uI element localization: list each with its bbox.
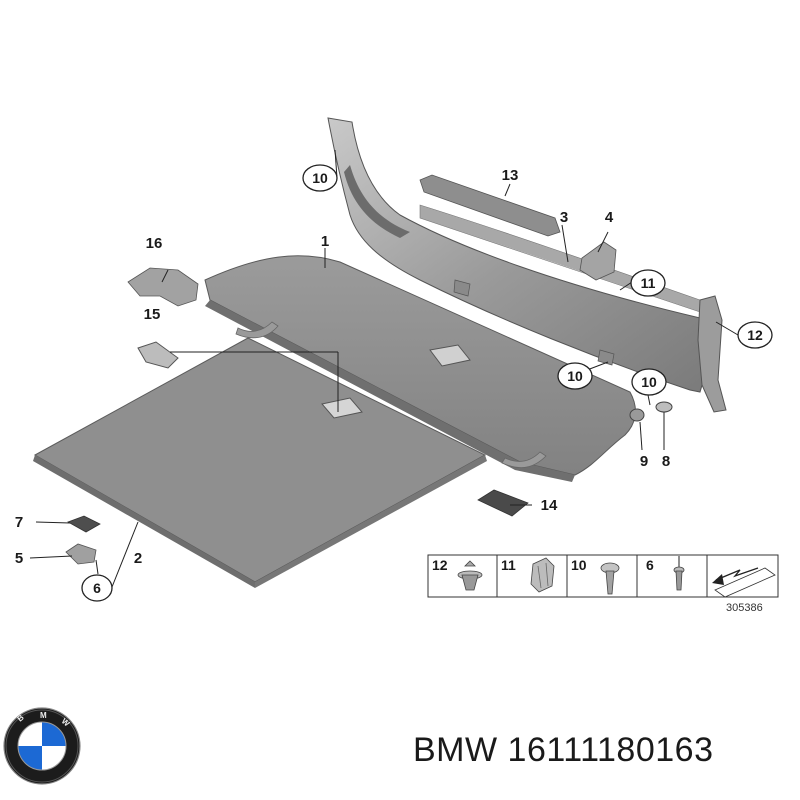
callout-1: 1 <box>321 233 329 250</box>
arrow-pointer-icon <box>712 567 776 598</box>
callout-8: 8 <box>662 453 670 470</box>
svg-text:W: W <box>60 717 72 729</box>
callout-10-right: 10 <box>631 368 667 396</box>
callout-11: 11 <box>630 269 666 297</box>
rivet-6-icon <box>673 556 685 591</box>
callout-4: 4 <box>605 209 614 226</box>
leader-lines <box>29 149 739 593</box>
part-13-trim-strip <box>419 174 561 237</box>
part-7-clip <box>67 515 101 533</box>
svg-text:10: 10 <box>312 170 328 186</box>
legend-key-11: 11 <box>501 557 516 573</box>
part-4-cover-cap <box>579 241 617 281</box>
callout-10-top: 10 <box>302 164 338 192</box>
callout-15: 15 <box>144 306 161 323</box>
callout-5: 5 <box>15 550 23 567</box>
part-15-handle <box>137 341 179 369</box>
callout-16: 16 <box>146 235 163 252</box>
svg-text:12: 12 <box>747 327 763 343</box>
part-9-nut <box>629 408 645 422</box>
brand-name: BMW <box>413 731 498 769</box>
svg-text:M: M <box>40 711 47 720</box>
part-14-pad <box>477 489 529 517</box>
svg-text:B: B <box>16 713 26 724</box>
svg-text:11: 11 <box>641 275 656 291</box>
callout-13: 13 <box>502 167 519 184</box>
part-2-floor-panel <box>33 337 487 588</box>
diagram-number: 305386 <box>726 602 763 614</box>
callout-10-middle: 10 <box>557 362 593 390</box>
fastener-legend: 12 11 10 6 <box>427 554 779 598</box>
part-number: 16111180163 <box>507 731 714 769</box>
legend-key-6: 6 <box>646 557 654 573</box>
part-5-latch <box>65 543 97 565</box>
legend-key-10: 10 <box>571 557 587 573</box>
part-16-bracket <box>127 267 199 307</box>
brand-roundel-logo: B M W <box>3 707 81 785</box>
part-1-cover-panel <box>204 255 636 482</box>
clip-12-icon <box>457 560 483 591</box>
svg-text:10: 10 <box>567 368 583 384</box>
callout-7: 7 <box>15 514 23 531</box>
clip-11-icon <box>530 557 555 593</box>
part-3-side-trim <box>327 117 727 413</box>
part-label: BMW 16111180163 <box>413 731 713 770</box>
callout-6: 6 <box>81 574 113 602</box>
legend-key-12: 12 <box>432 557 448 573</box>
screw-10-icon <box>600 562 620 595</box>
part-8-washer <box>655 401 673 413</box>
svg-text:10: 10 <box>641 374 657 390</box>
callout-14: 14 <box>541 497 558 514</box>
svg-text:6: 6 <box>93 580 101 596</box>
callout-12: 12 <box>737 321 773 349</box>
callout-9: 9 <box>640 453 648 470</box>
callout-2: 2 <box>134 550 142 567</box>
callout-3: 3 <box>560 209 568 226</box>
